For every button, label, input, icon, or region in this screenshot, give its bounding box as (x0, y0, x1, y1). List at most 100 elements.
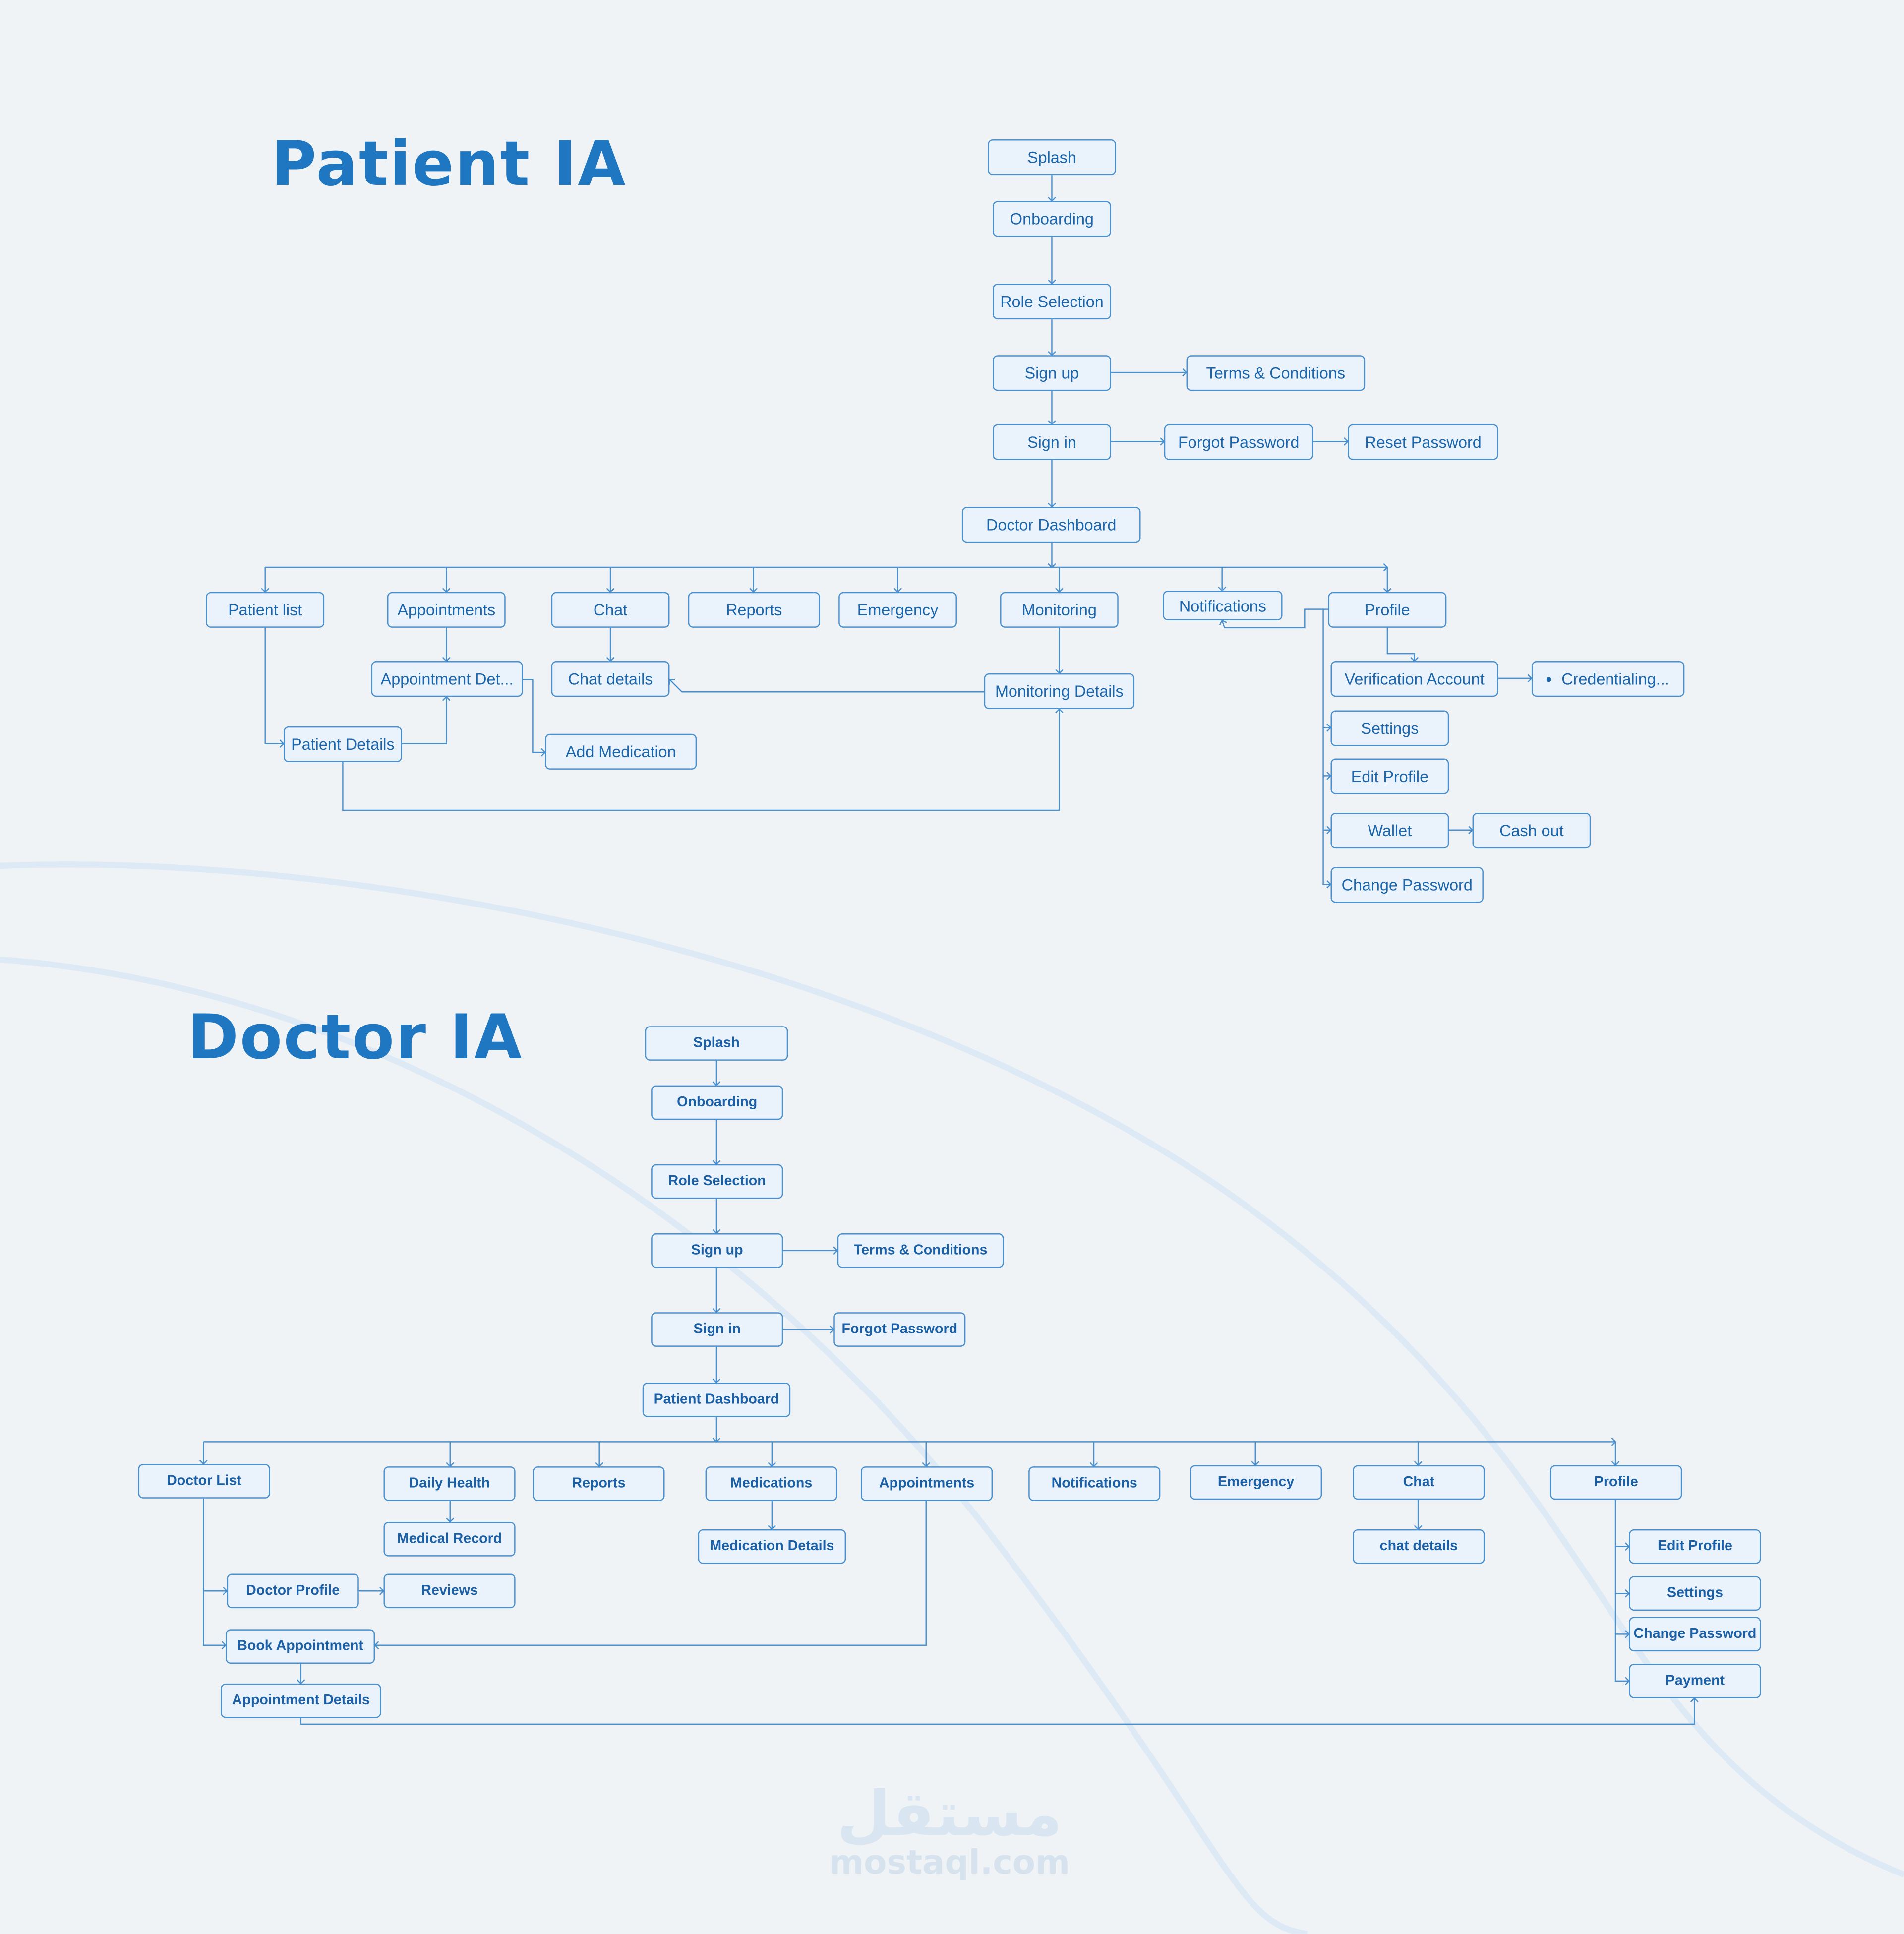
p-monitoring[interactable]: Monitoring (1000, 592, 1119, 628)
d-reports-label: Reports (572, 1476, 626, 1491)
arrow-head-icon (1414, 1461, 1423, 1466)
p-splash[interactable]: Splash (988, 139, 1116, 176)
d-doctor-profile-label: Doctor Profile (246, 1583, 340, 1599)
p-profile[interactable]: Profile (1328, 592, 1447, 628)
p-dashboard[interactable]: Doctor Dashboard (961, 507, 1141, 543)
p-patient-list-label: Patient list (228, 601, 302, 619)
mostaql-watermark: مستقل mostaql.com (789, 1783, 1110, 1881)
p-edit-profile-label: Edit Profile (1351, 767, 1429, 786)
d-profile[interactable]: Profile (1550, 1465, 1682, 1500)
p-forgot-password-label: Forgot Password (1178, 432, 1300, 452)
p-reset-password[interactable]: Reset Password (1348, 424, 1498, 460)
p-add-medication[interactable]: Add Medication (545, 733, 697, 770)
connector-line (1322, 609, 1331, 885)
d-sign-up[interactable]: Sign up (651, 1233, 783, 1268)
d-reviews[interactable]: Reviews (383, 1573, 516, 1609)
connector-line (669, 679, 984, 693)
arrow-head-icon (829, 1325, 835, 1334)
d-daily-health[interactable]: Daily Health (383, 1466, 516, 1501)
doctor-ia-title: Doctor IA (187, 1001, 523, 1073)
p-patient-details[interactable]: Patient Details (284, 726, 402, 762)
p-notifications-label: Notifications (1179, 596, 1266, 615)
connector-line (300, 1698, 1695, 1725)
d-medical-record[interactable]: Medical Record (383, 1522, 516, 1557)
d-appointments[interactable]: Appointments (860, 1466, 993, 1501)
d-dashboard[interactable]: Patient Dashboard (642, 1382, 791, 1417)
arrow-head-icon (1326, 772, 1332, 780)
p-terms[interactable]: Terms & Conditions (1186, 355, 1366, 391)
p-settings[interactable]: Settings (1330, 710, 1449, 746)
p-patient-list[interactable]: Patient list (206, 592, 325, 628)
p-cash-out-label: Cash out (1499, 821, 1564, 840)
d-medication-details[interactable]: Medication Details (698, 1529, 846, 1564)
d-onboarding[interactable]: Onboarding (651, 1085, 783, 1120)
d-doctor-list[interactable]: Doctor List (138, 1464, 270, 1499)
d-medication-details-label: Medication Details (710, 1539, 834, 1554)
d-forgot-password[interactable]: Forgot Password (833, 1312, 966, 1347)
arrow-head-icon (606, 657, 615, 662)
p-chat[interactable]: Chat (551, 592, 670, 628)
p-reset-password-label: Reset Password (1365, 432, 1482, 452)
p-sign-up[interactable]: Sign up (993, 355, 1111, 391)
p-appointments[interactable]: Appointments (387, 592, 506, 628)
arrow-head-icon (595, 1462, 604, 1467)
d-edit-profile-label: Edit Profile (1657, 1539, 1732, 1554)
d-onboarding-label: Onboarding (677, 1095, 758, 1110)
d-book-appointment-label: Book Appointment (237, 1639, 363, 1654)
connector-line (523, 679, 545, 753)
p-reports[interactable]: Reports (688, 592, 820, 628)
d-doctor-profile[interactable]: Doctor Profile (227, 1573, 359, 1609)
p-onboarding[interactable]: Onboarding (993, 201, 1111, 237)
d-reports[interactable]: Reports (533, 1466, 665, 1501)
d-notifications[interactable]: Notifications (1028, 1466, 1161, 1501)
p-forgot-password[interactable]: Forgot Password (1164, 424, 1313, 460)
p-cash-out[interactable]: Cash out (1472, 812, 1591, 849)
p-chat-details[interactable]: Chat details (551, 661, 670, 697)
d-medications[interactable]: Medications (705, 1466, 837, 1501)
p-edit-profile[interactable]: Edit Profile (1330, 758, 1449, 794)
connector-line (375, 1501, 927, 1646)
d-appointment-details[interactable]: Appointment Details (221, 1683, 381, 1718)
p-role-selection[interactable]: Role Selection (993, 284, 1111, 320)
d-emergency[interactable]: Emergency (1190, 1465, 1322, 1500)
d-edit-profile[interactable]: Edit Profile (1629, 1529, 1761, 1564)
d-chat-label: Chat (1403, 1475, 1435, 1490)
d-chat-details[interactable]: chat details (1353, 1529, 1485, 1564)
d-role-selection[interactable]: Role Selection (651, 1164, 783, 1199)
arrow-head-icon (1611, 1461, 1620, 1466)
p-add-medication-label: Add Medication (565, 742, 676, 761)
p-settings-label: Settings (1361, 719, 1419, 738)
p-sign-in[interactable]: Sign in (993, 424, 1111, 460)
arrow-head-icon (446, 1462, 455, 1467)
arrow-head-icon (1326, 880, 1332, 889)
p-emergency[interactable]: Emergency (838, 592, 957, 628)
arrow-head-icon (768, 1462, 776, 1467)
arrow-head-icon (223, 1586, 228, 1595)
p-dashboard-label: Doctor Dashboard (986, 515, 1117, 534)
p-appointment-details[interactable]: Appointment Det... (371, 661, 523, 697)
p-notifications[interactable]: Notifications (1163, 591, 1283, 620)
d-settings[interactable]: Settings (1629, 1576, 1761, 1611)
p-wallet[interactable]: Wallet (1330, 812, 1449, 849)
d-splash[interactable]: Splash (645, 1026, 788, 1061)
connector-line (1386, 627, 1415, 662)
d-payment[interactable]: Payment (1629, 1664, 1761, 1698)
arrow-head-icon (606, 588, 615, 593)
p-monitoring-details-label: Monitoring Details (995, 682, 1124, 701)
p-verification-account[interactable]: Verification Account (1330, 661, 1498, 697)
d-chat[interactable]: Chat (1353, 1465, 1485, 1500)
p-monitoring-details[interactable]: Monitoring Details (984, 673, 1135, 710)
p-credentialing[interactable]: Credentialing... (1531, 661, 1685, 697)
watermark-arabic: مستقل (836, 1778, 1063, 1850)
d-sign-in[interactable]: Sign in (651, 1312, 783, 1347)
connector-line (342, 709, 1060, 811)
arrow-head-icon (1218, 586, 1227, 592)
d-book-appointment[interactable]: Book Appointment (226, 1629, 375, 1664)
p-change-password[interactable]: Change Password (1330, 867, 1484, 903)
arrow-head-icon (1410, 657, 1419, 662)
p-verification-account-label: Verification Account (1344, 669, 1485, 688)
d-reviews-label: Reviews (421, 1583, 478, 1599)
d-change-password[interactable]: Change Password (1629, 1617, 1761, 1652)
d-terms[interactable]: Terms & Conditions (837, 1233, 1004, 1268)
